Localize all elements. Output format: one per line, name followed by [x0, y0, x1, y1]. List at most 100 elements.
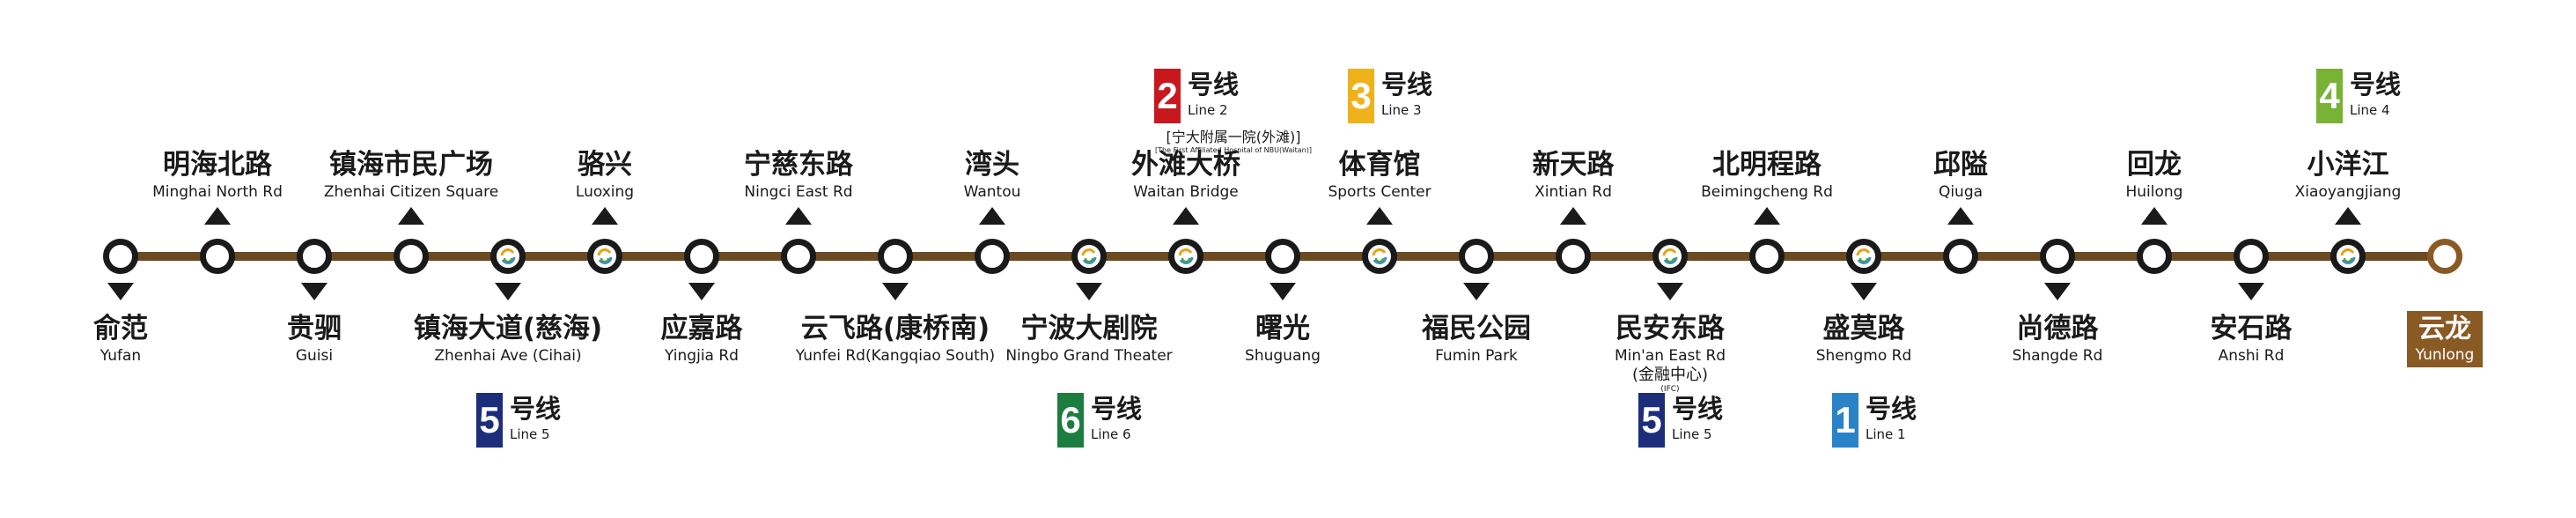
station-name-en: Zhenhai Ave (Cihai)	[434, 347, 582, 365]
line-label-zh: 号线	[2350, 70, 2402, 100]
station-node[interactable]	[2427, 239, 2462, 274]
station-node[interactable]	[200, 239, 235, 274]
station-name-zh: 小洋江	[2307, 149, 2389, 181]
station-name-zh: 邱隘	[1933, 149, 1988, 181]
transfer-station-node[interactable]	[2330, 239, 2366, 274]
transfer-station-node[interactable]	[1071, 239, 1107, 274]
line-label-zh: 号线	[1672, 394, 1724, 424]
station-label[interactable]: 云飞路(康桥南)Yunfei Rd(Kangqiao South)	[631, 311, 1159, 366]
line-label-zh: 号线	[1188, 70, 1240, 100]
station-node[interactable]	[975, 239, 1010, 274]
station-label[interactable]: 镇海大道(慈海) Zhenhai Ave (Cihai)	[244, 311, 772, 366]
station-node[interactable]	[2137, 239, 2172, 274]
station-node[interactable]	[684, 239, 719, 274]
transfer-station-node[interactable]	[490, 239, 526, 274]
station-name-en: Min'an East Rd	[1614, 347, 1726, 365]
line-label-en: Line 5	[1672, 426, 1712, 442]
station-name-zh: 贵驷	[287, 313, 342, 344]
station-alt-name-en: (IFC)	[1660, 385, 1680, 394]
station-name-zh: 宁慈东路	[744, 149, 853, 181]
transfer-station-node[interactable]	[1362, 239, 1397, 274]
station-node[interactable]	[781, 239, 816, 274]
pointer-triangle	[398, 207, 424, 225]
station-name-zh: 骆兴	[578, 149, 632, 181]
station-label[interactable]: 小洋江 Xiaoyangjiang	[2084, 147, 2576, 202]
line-label-zh: 号线	[1091, 394, 1143, 424]
pointer-triangle	[301, 283, 328, 300]
station-name-zh: 体育馆	[1338, 149, 1421, 181]
transfer-subtitle-en: [The First Affiliated Hospital of NBU(Wa…	[1155, 146, 1312, 154]
station-node[interactable]	[1459, 239, 1494, 274]
station-name-zh: 云飞路(康桥南)	[800, 313, 990, 344]
station-node[interactable]	[2040, 239, 2075, 274]
station-node[interactable]	[2234, 239, 2269, 274]
station-node[interactable]	[394, 239, 429, 274]
pointer-triangle	[1947, 207, 1974, 225]
station-name-zh: 曙光	[1255, 313, 1310, 344]
station-name-en: Xintian Rd	[1535, 183, 1612, 201]
station-name-en: Fumin Park	[1435, 347, 1518, 365]
station-node[interactable]	[297, 239, 332, 274]
transfer-station-node[interactable]	[1168, 239, 1203, 274]
station-name-en: Ningbo Grand Theater	[1005, 347, 1173, 365]
pointer-triangle	[1076, 283, 1102, 300]
station-node[interactable]	[1556, 239, 1591, 274]
line-number-box: 3	[1348, 69, 1374, 123]
transfer-station-node[interactable]	[1652, 239, 1688, 274]
station-name-en: Xiaoyangjiang	[2294, 183, 2402, 201]
station-node[interactable]	[1943, 239, 1978, 274]
station-name-en: Yunlong	[2415, 346, 2475, 364]
line-number-box: 2	[1154, 69, 1181, 123]
station-node[interactable]	[1749, 239, 1785, 274]
pointer-triangle	[2044, 283, 2071, 300]
station-name-en: Yingjia Rd	[665, 347, 739, 365]
station-node[interactable]	[878, 239, 913, 274]
transfer-station-node[interactable]	[587, 239, 622, 274]
pointer-triangle	[2141, 207, 2168, 225]
line-label-zh: 号线	[1381, 70, 1433, 100]
station-name-en: Minghai North Rd	[152, 183, 283, 201]
line-label-en: Line 2	[1188, 102, 1228, 118]
pointer-triangle	[1851, 283, 1877, 300]
line-label-en: Line 6	[1091, 426, 1131, 442]
pointer-triangle	[1560, 207, 1586, 225]
station-name-en: Anshi Rd	[2218, 347, 2285, 365]
station-node[interactable]	[1265, 239, 1300, 274]
line-label-en: Line 3	[1381, 102, 1422, 118]
station-name-zh: 镇海大道(慈海)	[413, 313, 603, 344]
pointer-triangle	[979, 207, 1005, 225]
transfer-subtitle: [宁大附属一院(外滩)][The First Affiliated Hospit…	[1137, 129, 1330, 155]
station-name-en: Yufan	[99, 347, 142, 365]
station-name-en: Wantou	[963, 183, 1021, 201]
pointer-triangle	[785, 207, 812, 225]
transfer-station-node[interactable]	[1846, 239, 1881, 274]
station-node[interactable]	[103, 239, 138, 274]
station-name-en: Zhenhai Citizen Square	[323, 183, 499, 201]
line-number-box: 5	[1638, 393, 1665, 448]
pointer-triangle	[688, 283, 715, 300]
